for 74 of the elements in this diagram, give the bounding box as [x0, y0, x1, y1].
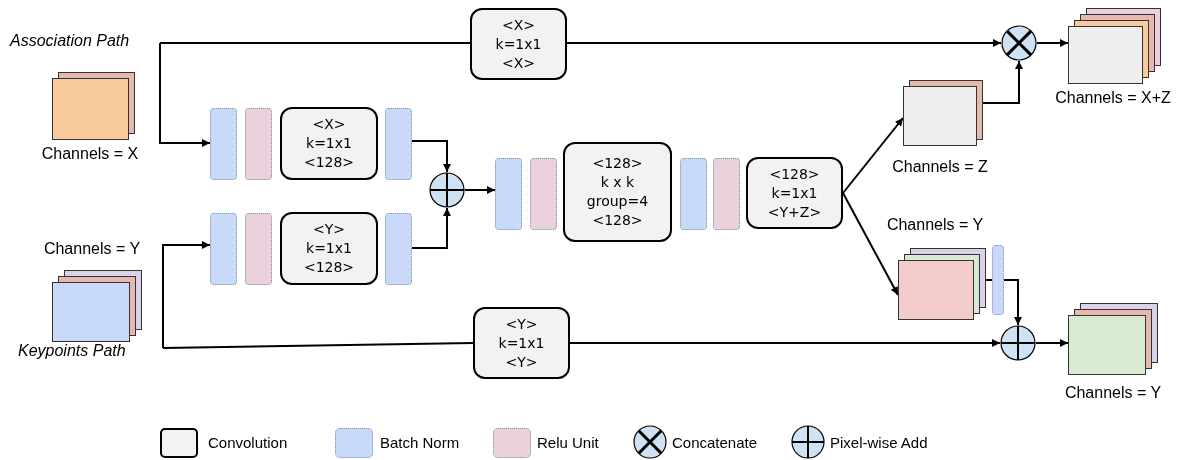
- layer-spec-text: <128>: [592, 211, 643, 230]
- connector-line: [985, 279, 993, 281]
- connector-line: [162, 342, 474, 349]
- feature-map-stack: [52, 72, 135, 140]
- feature-map-stack: [898, 248, 986, 320]
- layer-spec-text: k=1x1: [306, 239, 352, 258]
- layer-spec-text: <X>: [501, 15, 536, 35]
- layer-spec-text: <Y+Z>: [767, 202, 822, 222]
- pixel-wise-add-symbol: [1000, 325, 1036, 361]
- concatenate-symbol: [1001, 25, 1037, 61]
- arrow: [162, 241, 211, 349]
- feature-map-stack: [1068, 303, 1158, 375]
- legend-label: Batch Norm: [380, 434, 460, 451]
- arrow: [411, 140, 451, 173]
- layer-spec-text: k=1x1: [498, 333, 545, 353]
- arrow: [569, 339, 1001, 347]
- legend-label: Concatenate: [672, 434, 758, 451]
- arrow: [1035, 339, 1069, 347]
- arrow: [1036, 39, 1069, 47]
- channel-label: Channels = Y: [43, 240, 141, 258]
- relu-unit-bar: [245, 108, 272, 180]
- relu-unit-bar: [713, 158, 740, 230]
- feature-map-stack: [903, 80, 983, 146]
- convolution-box: [280, 107, 378, 180]
- layer-spec-text: group=4: [586, 192, 649, 211]
- legend-label: Convolution: [208, 434, 288, 451]
- layer-spec-text: <X>: [501, 53, 536, 73]
- batch-norm-bar: [680, 158, 707, 230]
- arrow: [982, 60, 1023, 104]
- feature-map-stack: [52, 270, 142, 342]
- layer-spec-text: <Y>: [505, 352, 538, 372]
- pixel-wise-add-symbol: [429, 172, 465, 208]
- batch-norm-bar: [992, 245, 1004, 315]
- layer-spec-text: k x k: [600, 173, 635, 192]
- feature-map-stack: [1068, 8, 1161, 84]
- channel-label: Channels = Z: [892, 158, 988, 176]
- layer-spec-text: <Y>: [505, 314, 538, 334]
- batch-norm-bar: [385, 213, 412, 285]
- layer-spec-text: <Y>: [313, 220, 345, 239]
- layer-spec-text: k=1x1: [306, 134, 352, 153]
- path-title: Association Path: [10, 32, 130, 50]
- layer-spec-text: <128>: [592, 154, 643, 173]
- path-title: Keypoints Path: [18, 342, 126, 360]
- convolution-box: [473, 307, 570, 379]
- relu-unit-bar: [530, 158, 557, 230]
- layer-spec-text: <X>: [312, 115, 346, 134]
- convolution-box: [470, 8, 567, 80]
- layer-spec-text: k=1x1: [771, 183, 818, 203]
- layer-spec-text: <128>: [303, 153, 355, 172]
- batch-norm-bar: [495, 158, 522, 230]
- batch-norm-bar: [210, 213, 237, 285]
- layer-spec-text: <128>: [303, 258, 355, 277]
- arrow: [411, 207, 451, 249]
- arrow: [159, 42, 211, 147]
- channel-label: Channels = Y: [886, 216, 984, 234]
- relu-unit-bar: [245, 213, 272, 285]
- arrow: [566, 39, 1002, 47]
- connector-line: [159, 42, 471, 44]
- batch-norm-bar: [385, 108, 412, 180]
- arrow: [464, 186, 496, 194]
- arrow: [842, 192, 899, 296]
- convolution-box: [746, 157, 843, 229]
- layer-spec-text: k=1x1: [495, 34, 542, 54]
- channel-label: Channels = X: [41, 145, 139, 163]
- arrow: [842, 117, 904, 194]
- arrow: [1003, 279, 1022, 326]
- legend-label: Relu Unit: [537, 434, 599, 451]
- batch-norm-bar: [210, 108, 237, 180]
- channel-label: Channels = Y: [1064, 384, 1162, 402]
- legend-label: Pixel-wise Add: [830, 434, 928, 451]
- convolution-box: [563, 142, 672, 242]
- channel-label: Channels = X+Z: [1055, 89, 1171, 107]
- convolution-box: [280, 212, 378, 285]
- layer-spec-text: <128>: [769, 164, 820, 184]
